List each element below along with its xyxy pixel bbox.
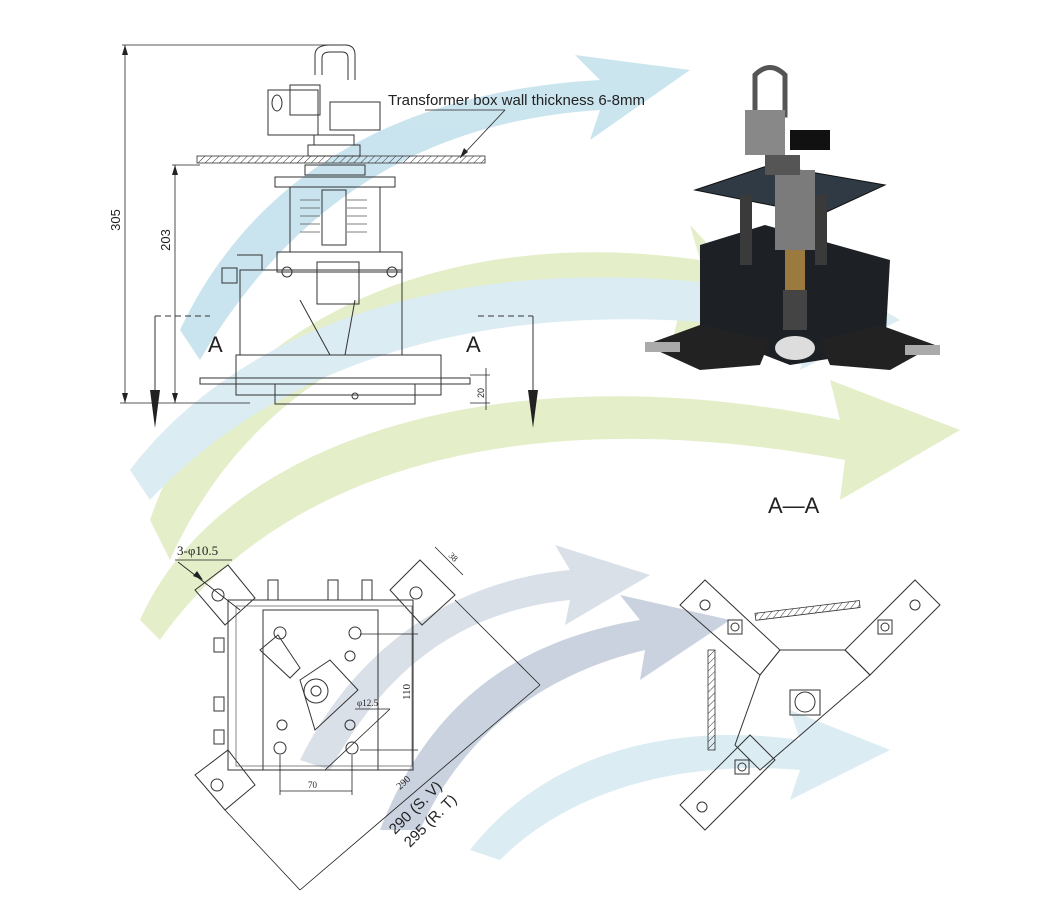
hole-spec-label: 3-φ10.5 [177,543,218,558]
dim-70: 70 [308,780,318,790]
dim-110: 110 [401,683,413,700]
dim-203: 203 [158,229,173,251]
section-view-label: A—A [768,493,820,518]
dim-20: 20 [476,388,486,398]
section-marker-right: A [466,332,481,357]
front-view: 305 203 Transformer box wall thickness 6… [108,44,645,428]
product-photo [645,65,940,370]
top-view: 3-φ10.5 38 110 φ12.5 [175,543,541,891]
dim-305: 305 [108,209,123,231]
watermark-arrows [130,55,960,860]
dim-center-hole: φ12.5 [357,698,378,708]
transformer-wall-plate [196,155,486,164]
section-marker-left: A [208,332,223,357]
section-a-a-drawing [679,579,941,831]
dim-38: 38 [447,550,461,564]
wall-thickness-label: Transformer box wall thickness 6-8mm [388,92,645,109]
